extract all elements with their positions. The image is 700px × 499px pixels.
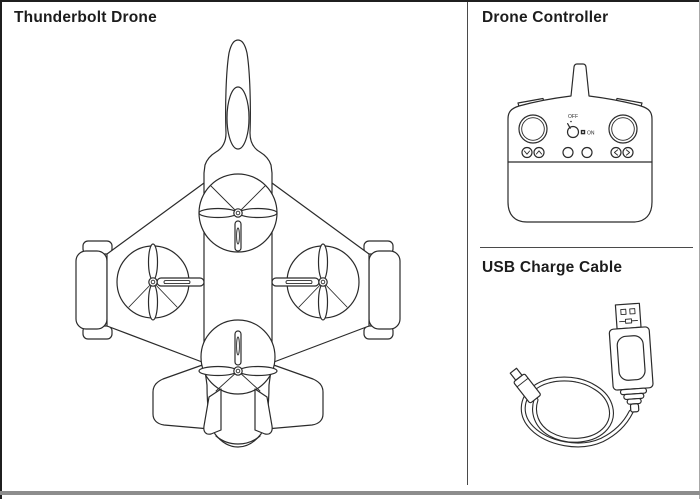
front-propeller-blade-right <box>238 207 278 219</box>
rear-propeller-blade-right <box>238 365 278 377</box>
power-on-label: ON <box>587 130 595 136</box>
right-joystick <box>608 114 638 144</box>
vertical-divider <box>467 0 468 485</box>
cable-illustration <box>509 302 654 448</box>
drone-section-title: Thunderbolt Drone <box>14 9 157 26</box>
left-tail-fin <box>203 388 222 435</box>
horizontal-divider <box>480 247 693 248</box>
cable-section-title: USB Charge Cable <box>482 259 623 276</box>
controller-buttons <box>521 146 634 159</box>
controller-illustration: OFF ON <box>507 63 653 223</box>
left-propeller-blade-top <box>147 243 159 281</box>
drone-canopy <box>226 86 250 150</box>
controller-section-title: Drone Controller <box>482 9 609 26</box>
rear-rotor-hub <box>233 366 243 376</box>
controller-body <box>507 63 653 223</box>
right-rotor <box>271 243 360 321</box>
page-border-top <box>0 0 700 2</box>
cable-coil <box>520 376 634 448</box>
left-propeller-blade-bottom <box>147 283 159 321</box>
left-joystick <box>518 114 548 144</box>
rear-propeller-blade-left <box>198 365 238 377</box>
exhaust <box>215 435 261 445</box>
drone-tail-wings <box>152 362 324 430</box>
usb-a-connector <box>608 302 654 413</box>
function-button-right <box>581 146 593 159</box>
chevron-down-icon <box>523 150 531 155</box>
chevron-up-icon <box>535 150 543 155</box>
right-propeller-blade-bottom <box>317 283 329 321</box>
trim-up-button <box>533 146 545 159</box>
function-button-left <box>562 146 574 159</box>
right-rotor-hub <box>318 277 328 287</box>
front-rotor <box>198 173 278 253</box>
right-propeller-blade-top <box>317 243 329 281</box>
charge-plug <box>509 367 541 404</box>
front-rotor-hub <box>233 208 243 218</box>
power-on-dot <box>580 129 586 135</box>
trim-right-button <box>622 146 634 159</box>
drone-tail-fins <box>203 388 273 445</box>
right-tail-wing <box>265 362 324 430</box>
trim-left-button <box>610 146 622 159</box>
left-wingtip-rail <box>75 250 108 330</box>
power-dial <box>566 125 580 139</box>
power-switch: OFF ON <box>566 114 595 139</box>
power-dial-pointer <box>566 122 571 129</box>
charge-plug-body <box>513 373 541 404</box>
usb-metal-shell <box>614 302 642 330</box>
chevron-right-icon <box>625 149 631 156</box>
bottom-bar <box>0 491 700 495</box>
front-propeller-blade-left <box>198 207 238 219</box>
power-off-label: OFF <box>568 114 578 120</box>
right-tail-fin <box>254 388 273 435</box>
left-tail-wing <box>152 362 211 430</box>
left-rotor <box>116 243 205 321</box>
page-border-left <box>0 0 2 499</box>
drone-illustration <box>75 39 401 448</box>
chevron-left-icon <box>613 149 619 156</box>
rear-rotor <box>198 319 278 395</box>
right-wingtip-rail <box>368 250 401 330</box>
left-rotor-hub <box>148 277 158 287</box>
trim-down-button <box>521 146 533 159</box>
